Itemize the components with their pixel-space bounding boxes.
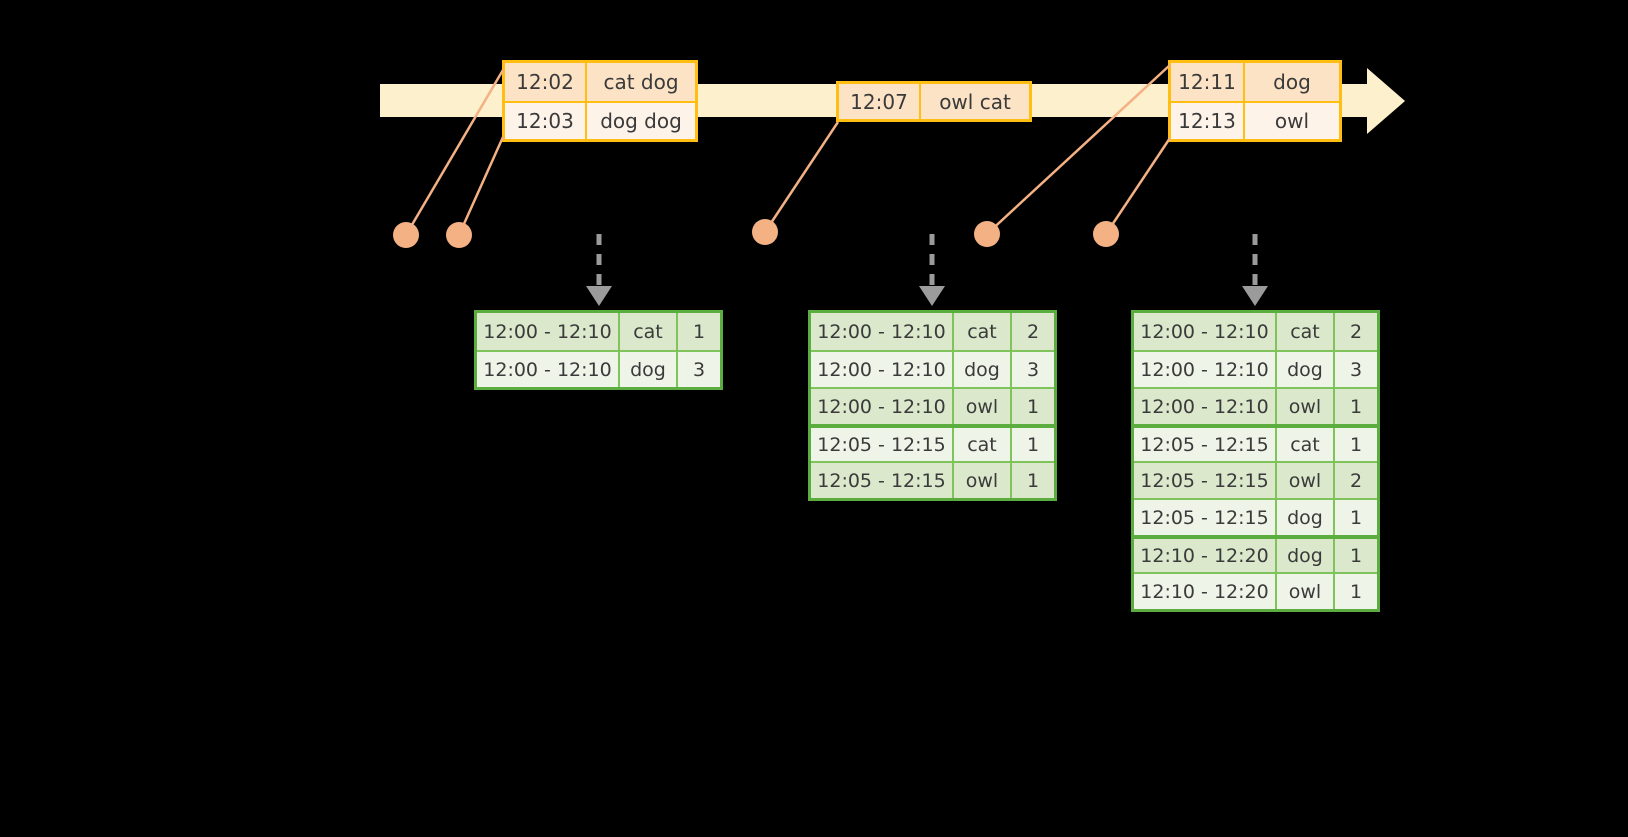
window-cell: 12:05 - 12:15: [1134, 428, 1277, 461]
word-cell: cat: [1277, 313, 1335, 350]
timeline-arrowhead-icon: [1367, 68, 1405, 134]
count-cell: 1: [1012, 389, 1054, 424]
count-cell: 1: [1335, 500, 1377, 535]
window-cell: 12:00 - 12:10: [811, 352, 954, 387]
window-cell: 12:05 - 12:15: [811, 428, 954, 461]
arrowhead-icon: [586, 286, 612, 306]
window-cell: 12:00 - 12:10: [1134, 389, 1277, 424]
event-time: 12:13: [1171, 103, 1245, 139]
event-row: 12:03 dog dog: [505, 101, 695, 139]
word-cell: cat: [954, 428, 1012, 461]
count-cell: 1: [1335, 539, 1377, 572]
window-cell: 12:00 - 12:10: [1134, 352, 1277, 387]
word-cell: cat: [954, 313, 1012, 350]
count-cell: 1: [678, 313, 720, 350]
trigger-dot-5: [1093, 221, 1119, 247]
arrowhead-icon: [1242, 286, 1268, 306]
event-box-3: 12:11 dog 12:13 owl: [1168, 60, 1342, 142]
window-cell: 12:00 - 12:10: [477, 313, 620, 350]
event-message: dog: [1245, 63, 1339, 101]
event-message: owl cat: [921, 84, 1029, 119]
trigger-dot-3: [752, 219, 778, 245]
event-message: dog dog: [587, 103, 695, 139]
event-box-2: 12:07 owl cat: [836, 81, 1032, 122]
event-row: 12:13 owl: [1171, 101, 1339, 139]
window-cell: 12:10 - 12:20: [1134, 574, 1277, 609]
count-cell: 1: [1012, 428, 1054, 461]
count-cell: 1: [1335, 428, 1377, 461]
word-cell: cat: [1277, 428, 1335, 461]
connector-line-5: [1104, 137, 1172, 235]
word-cell: dog: [1277, 539, 1335, 572]
window-cell: 12:05 - 12:15: [1134, 500, 1277, 535]
word-cell: dog: [1277, 500, 1335, 535]
window-cell: 12:00 - 12:10: [1134, 313, 1277, 350]
event-message: cat dog: [587, 63, 695, 101]
count-cell: 2: [1012, 313, 1054, 350]
trigger-dot-4: [974, 221, 1000, 247]
window-cell: 12:00 - 12:10: [477, 352, 620, 387]
word-cell: owl: [1277, 463, 1335, 498]
event-time: 12:02: [505, 63, 587, 101]
count-cell: 3: [678, 352, 720, 387]
word-cell: owl: [954, 463, 1012, 498]
connector-line-2: [457, 136, 505, 236]
word-cell: owl: [1277, 389, 1335, 424]
window-cell: 12:10 - 12:20: [1134, 539, 1277, 572]
event-time: 12:07: [839, 84, 921, 119]
count-cell: 3: [1012, 352, 1054, 387]
window-cell: 12:05 - 12:15: [1134, 463, 1277, 498]
word-cell: owl: [1277, 574, 1335, 609]
emit-arrow-3: [1242, 234, 1268, 306]
count-cell: 3: [1335, 352, 1377, 387]
arrowhead-icon: [919, 286, 945, 306]
event-time: 12:11: [1171, 63, 1245, 101]
word-cell: dog: [954, 352, 1012, 387]
count-cell: 1: [1335, 389, 1377, 424]
connector-line-3: [763, 121, 840, 233]
word-cell: cat: [620, 313, 678, 350]
window-cell: 12:00 - 12:10: [811, 389, 954, 424]
window-cell: 12:00 - 12:10: [811, 313, 954, 350]
trigger-dot-1: [393, 222, 419, 248]
count-cell: 2: [1335, 463, 1377, 498]
event-row: 12:07 owl cat: [839, 84, 1029, 119]
trigger-dot-2: [446, 222, 472, 248]
count-cell: 1: [1335, 574, 1377, 609]
event-time: 12:03: [505, 103, 587, 139]
window-cell: 12:05 - 12:15: [811, 463, 954, 498]
count-cell: 1: [1012, 463, 1054, 498]
count-cell: 2: [1335, 313, 1377, 350]
emit-arrow-2: [919, 234, 945, 306]
event-message: owl: [1245, 103, 1339, 139]
word-cell: dog: [620, 352, 678, 387]
word-cell: dog: [1277, 352, 1335, 387]
emit-arrow-1: [586, 234, 612, 306]
event-row: 12:11 dog: [1171, 63, 1339, 101]
event-box-1: 12:02 cat dog 12:03 dog dog: [502, 60, 698, 142]
event-row: 12:02 cat dog: [505, 63, 695, 101]
word-cell: owl: [954, 389, 1012, 424]
